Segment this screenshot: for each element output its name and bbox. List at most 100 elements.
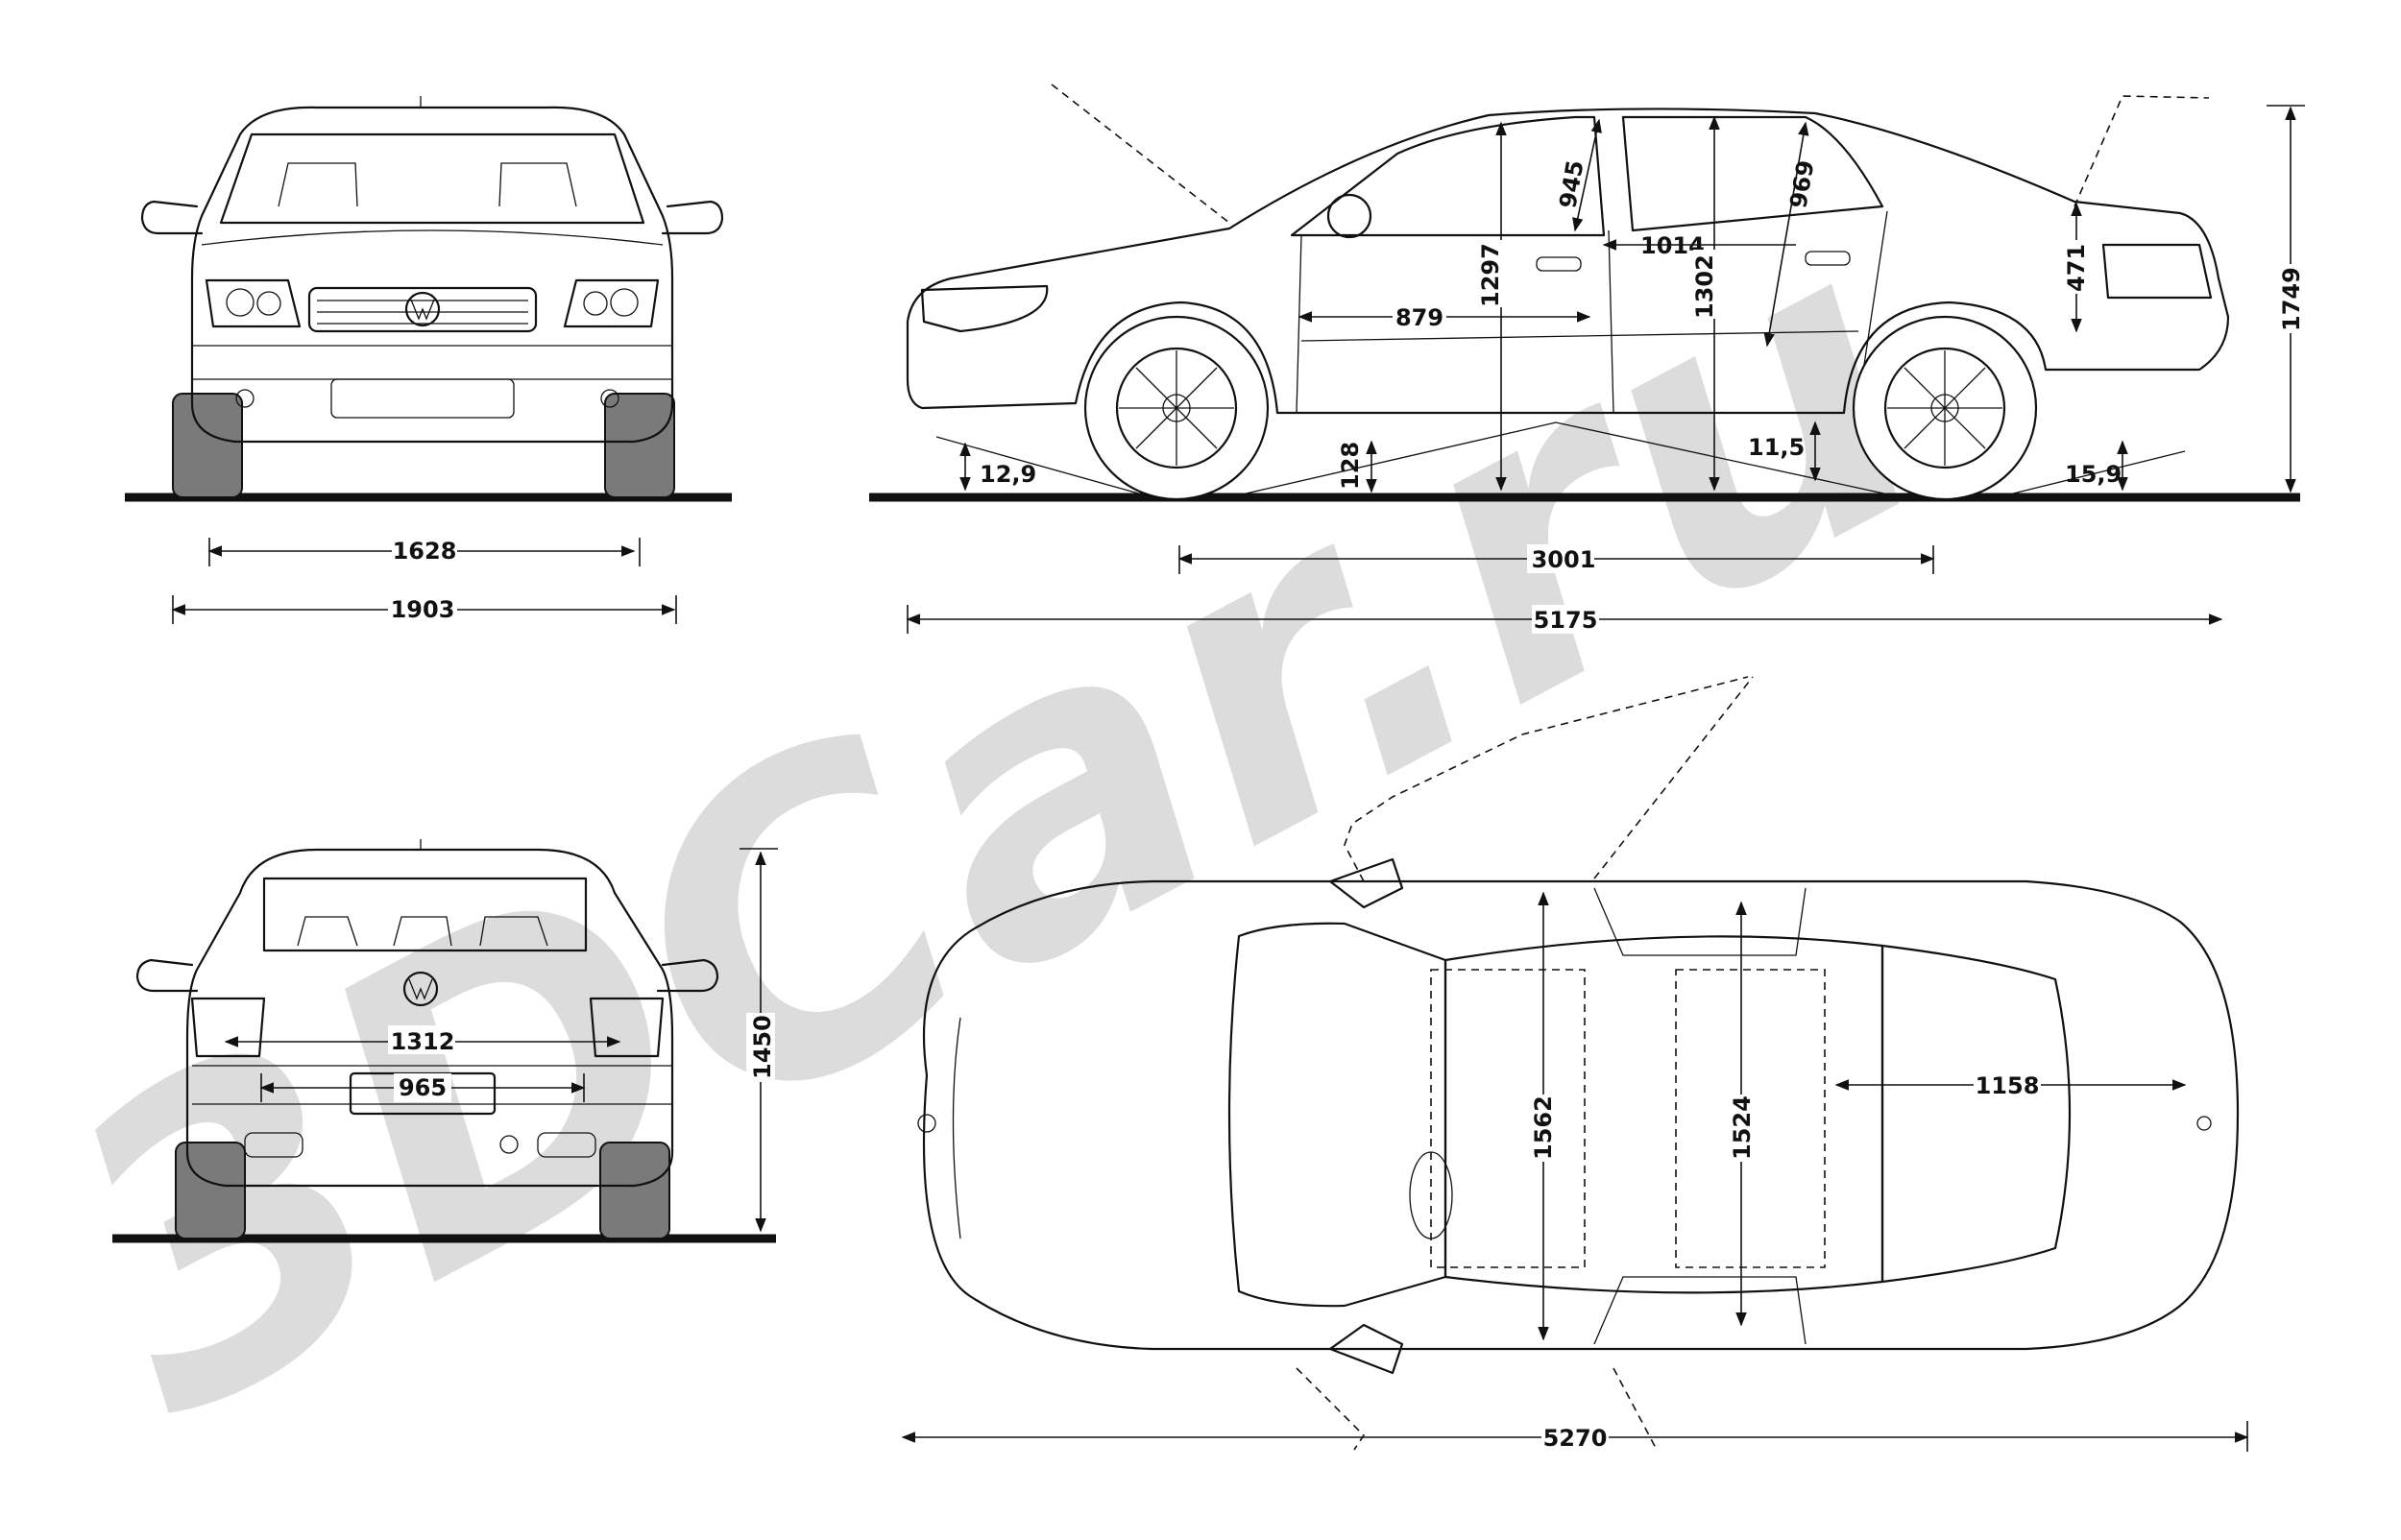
dim-rear-interior-width: 1524 [1727, 901, 1756, 1327]
dim-rear-height: 1450 [740, 848, 778, 1233]
rear-window-top [1880, 944, 2072, 1284]
top-view: 1562 1524 1158 5270 [901, 676, 2249, 1452]
dim-plate-width: 965 [259, 1073, 586, 1102]
left-headlight [205, 278, 302, 328]
dim-hood-to-roof: 945 [1554, 118, 1602, 232]
steering-wheel [1409, 1151, 1453, 1239]
rear-view: 1312 965 1450 [112, 839, 778, 1243]
roof-panel [1443, 935, 1884, 1294]
dim-height: 1749 [2267, 105, 2305, 493]
dim-track-front: 1628 [207, 536, 641, 566]
dim-length: 5175 [906, 605, 2223, 634]
dim-label-length: 5175 [1534, 607, 1598, 634]
dim-label-overhang-front: 12,9 [980, 461, 1036, 488]
right-fog-light [600, 389, 619, 408]
dim-label-trunk-length: 1158 [1976, 1072, 2040, 1099]
left-exhaust [244, 1132, 303, 1158]
dim-top-length: 5270 [901, 1421, 2249, 1452]
rear-headrests [297, 916, 548, 947]
dim-front-legroom: 879 [1298, 303, 1591, 331]
front-seats [278, 162, 577, 207]
front-right-tire [604, 393, 675, 498]
left-mirror [140, 200, 204, 235]
dim-label-top-length: 5270 [1543, 1425, 1608, 1452]
dim-trunk-opening-width: 1312 [224, 1025, 621, 1055]
grille-top [952, 1017, 961, 1239]
dim-label-front-legroom: 879 [1395, 304, 1443, 331]
windshield [219, 132, 645, 225]
hood-open-outline [1051, 84, 1230, 224]
sunroof-frames [1593, 887, 1807, 1345]
side-taillight [2101, 243, 2213, 300]
windshield-top [1227, 922, 1447, 1308]
dim-overhang-angle-rear: 15,9 [2065, 440, 2128, 492]
top-body-outline [922, 879, 2240, 1351]
angle-lines [935, 421, 2186, 498]
dim-label-trunk-opening-width: 1312 [391, 1028, 455, 1055]
front-seat-outline [1430, 969, 1586, 1268]
dim-label-track-front: 1628 [393, 538, 457, 565]
rear-window [262, 877, 588, 952]
rear-left-tire [175, 1142, 246, 1239]
front-bumper [192, 345, 672, 380]
rear-seat-outline [1675, 969, 1826, 1268]
dim-breakover-angle: 11,5 [1748, 421, 1821, 482]
rear-left-mirror [135, 958, 199, 993]
hood-line [201, 229, 664, 246]
grille [307, 286, 538, 333]
right-mirror [661, 200, 724, 235]
front-body-outline [190, 106, 674, 444]
vw-badge-icon [404, 291, 441, 327]
dim-label-plate-width: 965 [399, 1074, 447, 1101]
watermark: 3DCar.ru [0, 139, 1995, 1507]
front-wheel [1083, 315, 1270, 501]
front-side-window [1290, 115, 1606, 237]
dim-label-width: 1903 [391, 596, 455, 623]
dim-label-overhang-rear: 15,9 [2065, 461, 2122, 488]
dim-trunk-length: 1158 [1834, 1071, 2187, 1099]
rear-body-outline [185, 848, 674, 1188]
front-view: 1628 1903 [125, 96, 732, 624]
side-view: 12,9 128 945 1297 879 1014 1302 [869, 84, 2305, 634]
front-badge-top [917, 1114, 936, 1133]
dim-label-rear-seat-height: 1302 [1691, 254, 1718, 319]
dim-label-rear-height: 1450 [749, 1015, 776, 1079]
dim-label-hood-to-roof: 945 [1554, 158, 1589, 210]
right-taillight [589, 997, 665, 1058]
dim-label-ground-clearance: 128 [1337, 442, 1364, 490]
top-left-mirror [1328, 857, 1404, 909]
side-headlight [920, 284, 1049, 333]
dim-overhang-angle-front: 12,9 [959, 442, 1036, 492]
rear-bumper [192, 1065, 672, 1105]
watermark-text: 3DCar.ru [0, 139, 1995, 1507]
left-taillight [190, 997, 266, 1058]
dim-rear-seat-height: 1302 [1691, 115, 1720, 492]
dim-ground-clearance: 128 [1337, 440, 1377, 493]
left-fog-light [235, 389, 255, 408]
dim-label-rear-interior-width: 1524 [1729, 1095, 1756, 1160]
right-exhaust [537, 1132, 596, 1158]
dim-trunk-height: 471 [2061, 202, 2090, 333]
lower-grille [330, 378, 515, 419]
dim-label-front-interior-width: 1562 [1530, 1095, 1557, 1160]
dim-label-breakover-angle: 11,5 [1748, 434, 1805, 461]
dim-label-wheelbase: 3001 [1532, 546, 1596, 573]
right-headlight [563, 278, 660, 328]
rear-vw-badge-icon [402, 971, 439, 1007]
front-door-handle [1536, 256, 1582, 272]
side-body-outline [906, 108, 2230, 415]
rear-wheel [1852, 315, 2038, 501]
dim-front-seat-height: 1297 [1477, 121, 1507, 492]
side-mirror [1326, 193, 1372, 239]
rear-side-window [1621, 115, 1884, 232]
rear-badge-top [2196, 1116, 2212, 1131]
dim-label-rear-headroom: 969 [1784, 158, 1819, 210]
dim-label-trunk-height: 471 [2063, 244, 2090, 292]
dim-width: 1903 [171, 594, 677, 624]
rear-right-mirror [656, 958, 719, 993]
front-door-open-outline [1344, 676, 1749, 882]
front-left-tire [172, 393, 243, 498]
dim-front-interior-width: 1562 [1529, 891, 1558, 1341]
